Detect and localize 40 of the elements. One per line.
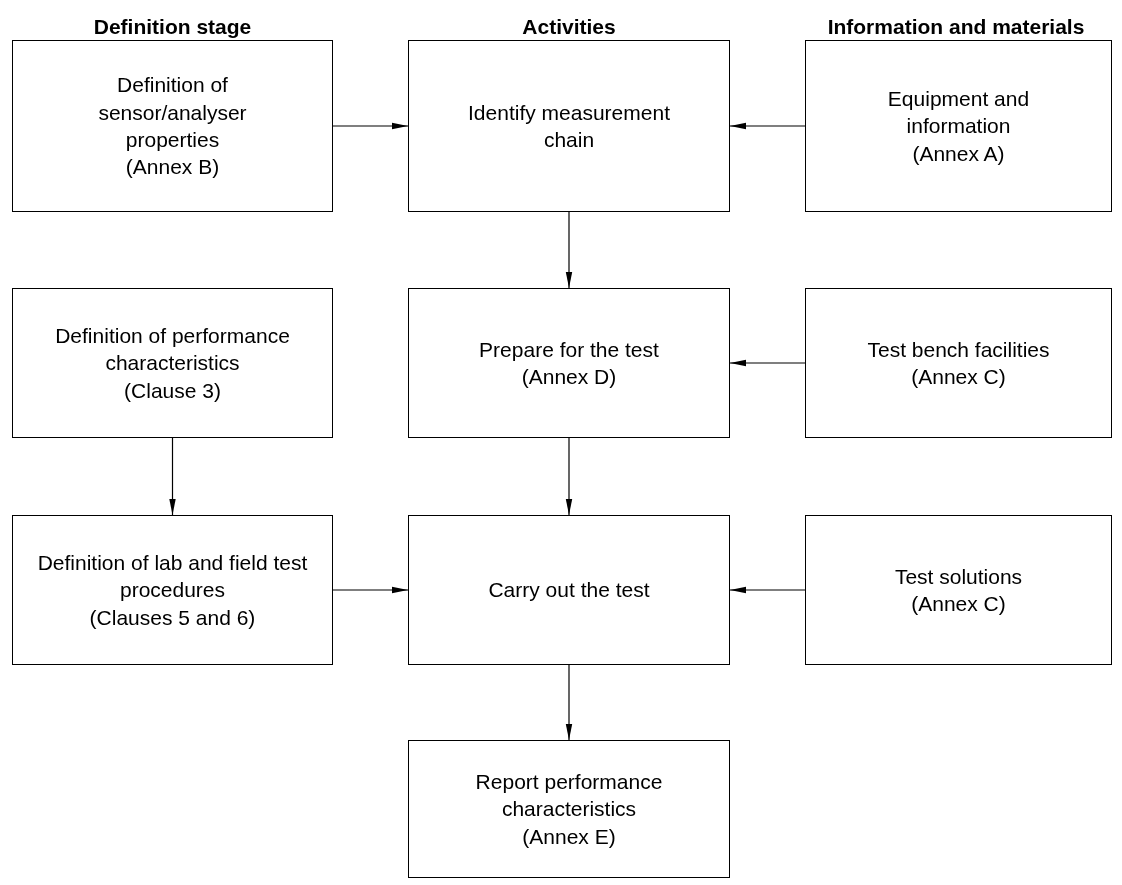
box-text: Identify measurement chain	[467, 99, 671, 153]
process-box	[805, 515, 1112, 665]
box-text: Prepare for the test	[479, 336, 659, 363]
process-box	[408, 288, 730, 438]
arrow	[332, 122, 409, 130]
box-text: (Annex B)	[125, 154, 220, 181]
process-box	[12, 40, 333, 212]
column-heading: Activities	[521, 14, 617, 40]
process-box	[805, 288, 1112, 438]
box-text: Test bench facilities	[867, 336, 1050, 363]
box-text: Report performance characteristics	[474, 769, 664, 823]
box-text: (Annex C)	[911, 591, 1006, 617]
box-text: Definition of sensor/analyser properties	[97, 72, 248, 153]
box-text: (Annex C)	[911, 364, 1006, 390]
box-text: Definition of performance characteristics	[54, 323, 291, 377]
arrow	[729, 359, 806, 367]
process-box	[408, 740, 730, 878]
arrow	[332, 586, 409, 594]
process-box	[805, 40, 1112, 212]
box-text: (Annex D)	[521, 364, 617, 390]
arrow	[565, 211, 573, 289]
arrow	[729, 122, 806, 130]
box-text: (Annex A)	[912, 140, 1005, 167]
column-heading: Definition stage	[92, 14, 253, 40]
box-text: Equipment and information	[886, 86, 1031, 140]
box-text: (Clauses 5 and 6)	[89, 604, 256, 631]
process-box	[408, 40, 730, 212]
box-text: Definition of lab and field test procedures	[37, 550, 308, 604]
box-text: (Annex E)	[522, 823, 616, 850]
arrow	[565, 437, 573, 516]
process-box	[12, 515, 333, 665]
box-text: Test solutions	[894, 563, 1023, 590]
arrow	[729, 586, 806, 594]
process-box	[408, 515, 730, 665]
box-text: Carry out the test	[488, 577, 650, 604]
column-heading: Information and materials	[826, 14, 1086, 40]
box-text: (Clause 3)	[124, 377, 221, 404]
arrow	[169, 437, 176, 516]
process-box	[12, 288, 333, 438]
arrow	[565, 664, 573, 741]
